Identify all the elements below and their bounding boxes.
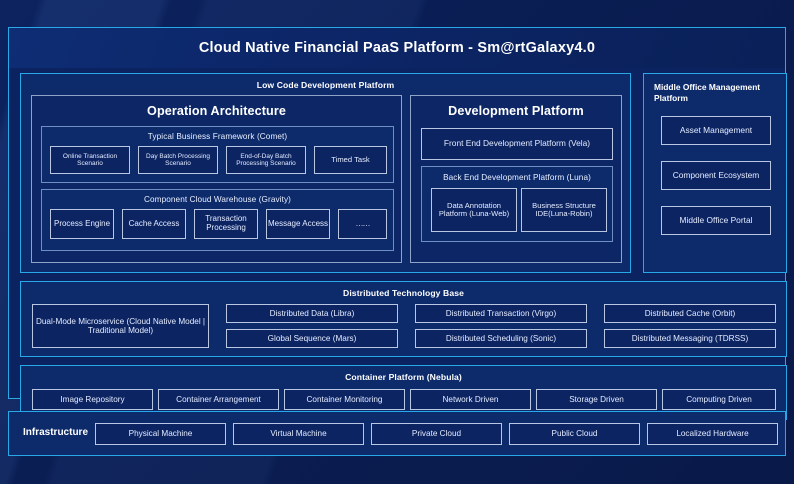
platform-header-bar: Cloud Native Financial PaaS Platform - S… — [9, 28, 785, 68]
operation-architecture-title: Operation Architecture — [147, 104, 286, 118]
infrastructure-chip-private-cloud[interactable]: Private Cloud — [371, 423, 502, 445]
infrastructure-panel: Infrastructure Physical Machine Virtual … — [8, 411, 786, 456]
typical-business-framework-panel: Typical Business Framework (Comet) Onlin… — [41, 126, 394, 183]
infrastructure-chip-localized-hardware[interactable]: Localized Hardware — [647, 423, 778, 445]
distributed-technology-base-title: Distributed Technology Base — [343, 288, 464, 298]
low-code-platform-title: Low Code Development Platform — [256, 80, 395, 90]
infrastructure-label: Infrastructure — [23, 427, 89, 438]
dtb-chip-distributed-cache[interactable]: Distributed Cache (Orbit) — [604, 304, 776, 323]
component-chip-transaction-processing[interactable]: Transaction Processing — [194, 209, 258, 239]
dtb-chip-distributed-scheduling[interactable]: Distributed Scheduling (Sonic) — [415, 329, 587, 348]
dtb-chip-distributed-messaging[interactable]: Distributed Messaging (TDRSS) — [604, 329, 776, 348]
container-chip-container-monitoring[interactable]: Container Monitoring — [284, 389, 405, 410]
back-end-development-platform-title: Back End Development Platform (Luna) — [443, 173, 591, 182]
container-chip-storage-driven[interactable]: Storage Driven — [536, 389, 657, 410]
infrastructure-chip-physical-machine[interactable]: Physical Machine — [95, 423, 226, 445]
component-chip-process-engine[interactable]: Process Engine — [50, 209, 114, 239]
scenario-chip-timed-task[interactable]: Timed Task — [314, 146, 387, 174]
dtb-chip-distributed-data[interactable]: Distributed Data (Libra) — [226, 304, 398, 323]
back-end-chip-data-annotation-platform[interactable]: Data Annotation Platform (Luna-Web) — [431, 188, 517, 232]
dtb-chip-distributed-transaction[interactable]: Distributed Transaction (Virgo) — [415, 304, 587, 323]
middle-office-management-platform-panel: Middle Office Management Platform Asset … — [643, 73, 787, 273]
operation-architecture-panel: Operation Architecture Typical Business … — [31, 95, 402, 263]
container-chip-image-repository[interactable]: Image Repository — [32, 389, 153, 410]
low-code-development-platform-panel: Low Code Development Platform Operation … — [20, 73, 631, 273]
back-end-development-platform-panel: Back End Development Platform (Luna) Dat… — [421, 166, 613, 242]
development-platform-panel: Development Platform Front End Developme… — [410, 95, 622, 263]
container-platform-panel: Container Platform (Nebula) Image Reposi… — [20, 365, 787, 420]
middle-office-chip-asset-management[interactable]: Asset Management — [661, 116, 771, 145]
container-platform-title: Container Platform (Nebula) — [345, 372, 462, 382]
typical-business-framework-title: Typical Business Framework (Comet) — [147, 132, 288, 141]
page-title: Cloud Native Financial PaaS Platform - S… — [198, 40, 596, 56]
component-cloud-warehouse-panel: Component Cloud Warehouse (Gravity) Proc… — [41, 189, 394, 251]
component-chip-message-access[interactable]: Message Access — [266, 209, 330, 239]
middle-office-chip-middle-office-portal[interactable]: Middle Office Portal — [661, 206, 771, 235]
front-end-development-platform-chip[interactable]: Front End Development Platform (Vela) — [421, 128, 613, 160]
distributed-technology-base-panel: Distributed Technology Base Dual-Mode Mi… — [20, 281, 787, 357]
container-chip-container-arrangement[interactable]: Container Arrangement — [158, 389, 279, 410]
infrastructure-chip-virtual-machine[interactable]: Virtual Machine — [233, 423, 364, 445]
container-chip-computing-driven[interactable]: Computing Driven — [662, 389, 776, 410]
middle-office-platform-title: Middle Office Management Platform — [654, 82, 761, 104]
infrastructure-chip-public-cloud[interactable]: Public Cloud — [509, 423, 640, 445]
component-cloud-warehouse-title: Component Cloud Warehouse (Gravity) — [144, 195, 291, 204]
component-chip-cache-access[interactable]: Cache Access — [122, 209, 186, 239]
component-chip-more[interactable]: …… — [338, 209, 387, 239]
container-chip-network-driven[interactable]: Network Driven — [410, 389, 531, 410]
development-platform-title: Development Platform — [448, 104, 584, 118]
middle-office-chip-component-ecosystem[interactable]: Component Ecosystem — [661, 161, 771, 190]
dtb-chip-dual-mode-microservice[interactable]: Dual-Mode Microservice (Cloud Native Mod… — [32, 304, 209, 348]
dtb-chip-global-sequence[interactable]: Global Sequence (Mars) — [226, 329, 398, 348]
scenario-chip-day-batch[interactable]: Day Batch Processing Scenario — [138, 146, 218, 174]
scenario-chip-online-transaction[interactable]: Online Transaction Scenario — [50, 146, 130, 174]
scenario-chip-end-of-day-batch[interactable]: End-of-Day Batch Processing Scenario — [226, 146, 306, 174]
back-end-chip-business-structure-ide[interactable]: Business Structure IDE(Luna-Robin) — [521, 188, 607, 232]
platform-outer-panel: Cloud Native Financial PaaS Platform - S… — [8, 27, 787, 420]
